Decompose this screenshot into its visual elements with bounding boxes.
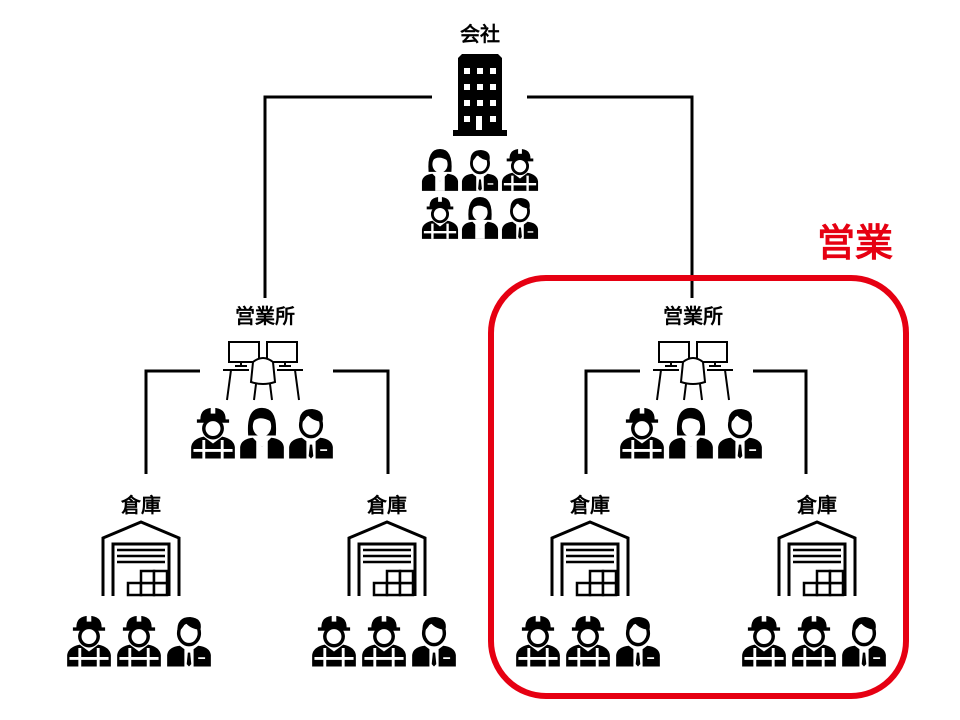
line-office-left-warehouse-1: [144, 369, 200, 474]
worker-icon: [565, 612, 611, 668]
businessman-icon: [411, 615, 457, 668]
worker-icon: [66, 612, 112, 668]
businessman-icon: [166, 615, 212, 668]
line-office-left-warehouse-2: [333, 369, 390, 474]
warehouse-label: 倉庫: [366, 493, 407, 517]
sales-highlight-frame: [488, 275, 909, 699]
warehouse-icon: [777, 520, 857, 598]
businessman-icon: [841, 615, 887, 668]
worker-icon: [190, 405, 236, 459]
worker-icon: [791, 612, 837, 668]
worker-icon: [361, 612, 407, 668]
warehouse-1: 倉庫: [66, 493, 212, 668]
businessman-icon: [717, 407, 763, 459]
office-right-label: 営業所: [663, 304, 723, 328]
worker-icon: [116, 612, 162, 668]
sales-group-label: 営業: [817, 221, 893, 265]
worker-icon: [311, 612, 357, 668]
woman-icon: [461, 197, 499, 239]
office-desk-icon: [653, 341, 733, 401]
company-staff: [421, 147, 539, 239]
line-office-right-warehouse-4: [753, 369, 808, 474]
warehouse-label: 倉庫: [120, 493, 161, 517]
warehouse-3: 倉庫: [515, 493, 661, 668]
woman-icon: [669, 407, 713, 459]
line-office-right-warehouse-3: [584, 369, 640, 474]
businessman-icon: [615, 615, 661, 668]
warehouse-4: 倉庫: [741, 493, 887, 668]
connector-lines: [144, 95, 808, 474]
worker-icon: [741, 612, 787, 668]
line-company-office-right: [527, 95, 694, 298]
warehouse-icon: [550, 520, 630, 598]
warehouse-label: 倉庫: [569, 493, 610, 517]
warehouse-icon: [101, 520, 181, 598]
building-icon: [453, 54, 507, 136]
worker-icon: [515, 612, 561, 668]
worker-icon: [619, 405, 665, 459]
company-label: 会社: [460, 22, 500, 46]
worker-icon: [501, 147, 539, 191]
office-desk-icon: [223, 341, 303, 401]
office-left-label: 営業所: [235, 304, 295, 328]
businessman-icon: [461, 148, 499, 191]
woman-icon: [240, 407, 284, 459]
woman-icon: [421, 149, 459, 191]
businessman-icon: [288, 407, 334, 459]
warehouse-2: 倉庫: [311, 493, 457, 668]
businessman-icon: [501, 196, 539, 239]
worker-icon: [421, 195, 459, 239]
warehouse-icon: [347, 520, 427, 598]
warehouse-label: 倉庫: [796, 493, 837, 517]
line-company-office-left: [263, 95, 432, 298]
